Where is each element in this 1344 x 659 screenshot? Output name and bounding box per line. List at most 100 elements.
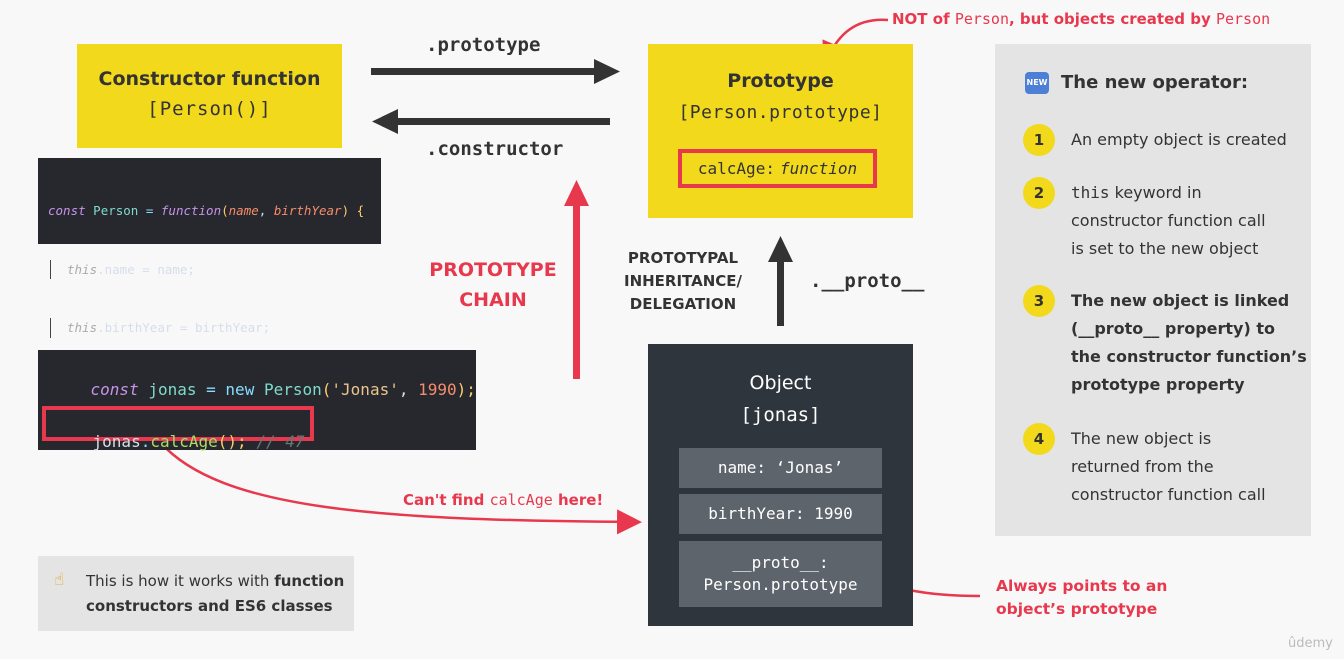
object-prop-birthyear: birthYear: 1990 xyxy=(679,494,882,534)
inheritance-line1: PROTOTYPAL xyxy=(627,249,739,267)
calcage-method-value: function xyxy=(780,159,858,178)
object-prop-name: name: ‘Jonas’ xyxy=(679,448,882,488)
step-text: The new object is returned from the cons… xyxy=(1071,425,1301,509)
step-line: is set to the new object xyxy=(1071,239,1259,258)
top-note-part2: , but objects xyxy=(1009,10,1121,28)
code-open: ( xyxy=(221,203,229,218)
step-text: this keyword in constructor function cal… xyxy=(1071,179,1301,263)
hint-bold1: function xyxy=(274,572,345,590)
proto-arrow xyxy=(768,236,793,326)
always-points-label: Always points to an object’s prototype xyxy=(996,575,1167,621)
step-line: constructor function call xyxy=(1071,485,1266,504)
chain-label-line2: CHAIN xyxy=(459,289,527,311)
step-line-part: keyword in xyxy=(1109,183,1202,202)
step-line: returned from the xyxy=(1071,457,1214,476)
top-note-bold: created by xyxy=(1120,10,1211,28)
hint-text: This is how it works with function constr… xyxy=(86,569,348,619)
code-fn: function xyxy=(160,203,222,218)
code-param2: birthYear xyxy=(273,203,342,218)
object-prop-proto: __proto__: Person.prototype xyxy=(679,541,882,607)
code-eq: = xyxy=(196,380,226,399)
top-note-code2: Person xyxy=(1215,10,1271,28)
code-comma: , xyxy=(398,380,419,399)
code-method: calcAge xyxy=(150,432,218,451)
step-number: 3 xyxy=(1023,285,1055,317)
cant-find-code: calcAge xyxy=(489,491,553,509)
code-prop: .birthYear = birthYear; xyxy=(97,320,271,335)
constructor-box-title: Constructor function xyxy=(98,68,321,90)
code-line-3: this.birthYear = birthYear; xyxy=(50,318,381,338)
code-eq: = xyxy=(138,203,161,218)
top-note: NOT of Person, but objects created by Pe… xyxy=(892,10,1270,28)
udemy-watermark: ûdemy xyxy=(1288,636,1333,651)
code-line-2: this.name = name; xyxy=(50,259,381,279)
hint-box: ☝ This is how it works with function cons… xyxy=(38,556,354,631)
step-number: 4 xyxy=(1023,423,1055,455)
object-box-title: Object xyxy=(749,372,812,394)
proto-line2: Person.prototype xyxy=(703,575,858,594)
chain-label-line1: PROTOTYPE xyxy=(429,259,557,281)
inheritance-line2: INHERITANCE/ xyxy=(623,272,743,290)
code-close: ) { xyxy=(341,203,365,218)
step-line: The new object is linked xyxy=(1071,291,1290,310)
top-note-code1: Person xyxy=(954,10,1009,28)
step-text: The new object is linked (__proto__ prop… xyxy=(1071,287,1311,399)
prototype-chain-label: PROTOTYPE CHAIN xyxy=(426,255,560,315)
code-kw: const xyxy=(90,380,139,399)
code-dot: . xyxy=(140,432,151,451)
code-param1: name xyxy=(228,203,259,218)
inheritance-line3: DELEGATION xyxy=(629,295,737,313)
calcage-method-name: calcAge: xyxy=(697,159,775,178)
pointing-up-icon: ☝ xyxy=(54,570,65,590)
jonas-line-1: const jonas = new Person('Jonas', 1990); xyxy=(52,361,476,418)
code-name: Person xyxy=(93,203,139,218)
step-number: 1 xyxy=(1023,124,1055,156)
code-comma: , xyxy=(258,203,274,218)
cant-find-suffix: here! xyxy=(552,491,604,509)
cant-find-label: Can't find calcAge here! xyxy=(403,491,603,509)
proto-line1: __proto__: xyxy=(732,553,829,572)
step-line: prototype property xyxy=(1071,375,1245,394)
prototype-arrow-label: .prototype xyxy=(426,34,541,56)
new-operator-title: The new operator: xyxy=(1061,72,1249,93)
step-code: this xyxy=(1071,183,1110,202)
code-prop: .name = name; xyxy=(97,261,195,277)
calcage-call-box: jonas.calcAge(); // 47 xyxy=(42,406,314,451)
cant-find-text: Can't find xyxy=(403,491,490,509)
step-line: (__proto__ property) to xyxy=(1071,319,1275,338)
code-class: Person xyxy=(263,380,322,399)
always-points-line2: object’s prototype xyxy=(996,600,1158,618)
prototypal-inheritance-label: PROTOTYPAL INHERITANCE/ DELEGATION xyxy=(608,247,758,316)
code-this: this xyxy=(67,320,98,335)
hint-text1: This is how it works with xyxy=(86,572,275,590)
prototype-chain-arrow xyxy=(564,180,589,379)
code-call: (); xyxy=(217,432,247,451)
code-string: 'Jonas' xyxy=(331,380,399,399)
constructor-arrow-label: .constructor xyxy=(426,138,564,160)
code-obj: jonas xyxy=(92,432,141,451)
hint-bold2: constructors and ES6 classes xyxy=(86,597,333,615)
code-this: this xyxy=(67,261,98,277)
step-line: constructor function call xyxy=(1071,211,1266,230)
step-line: An empty object is created xyxy=(1071,130,1287,149)
top-note-part1: NOT of xyxy=(892,10,955,28)
code-line-1: const Person = function(name, birthYear)… xyxy=(48,201,381,221)
always-points-line1: Always points to an xyxy=(996,577,1168,595)
code-kw: const xyxy=(48,203,86,218)
step-line: the constructor function’s xyxy=(1071,347,1307,366)
step-line: The new object is xyxy=(1071,429,1212,448)
step-line: this keyword in xyxy=(1071,179,1301,207)
constructor-code-block: const Person = function(name, birthYear)… xyxy=(38,158,381,394)
new-operator-panel: NEW The new operator: 1 An empty object … xyxy=(995,44,1311,536)
new-badge-icon: NEW xyxy=(1025,72,1049,94)
prototype-box-subtitle: [Person.prototype] xyxy=(678,102,883,123)
jonas-code-block: const jonas = new Person('Jonas', 1990);… xyxy=(38,350,476,451)
code-close: ); xyxy=(456,380,476,399)
prototype-arrow xyxy=(371,59,620,84)
constructor-function-box: Constructor function [Person()] xyxy=(77,44,342,148)
prototype-box: Prototype [Person.prototype] calcAge: fu… xyxy=(648,44,913,218)
step-text: An empty object is created xyxy=(1071,126,1301,154)
cant-find-curve xyxy=(159,441,642,535)
code-name: jonas xyxy=(148,380,197,399)
